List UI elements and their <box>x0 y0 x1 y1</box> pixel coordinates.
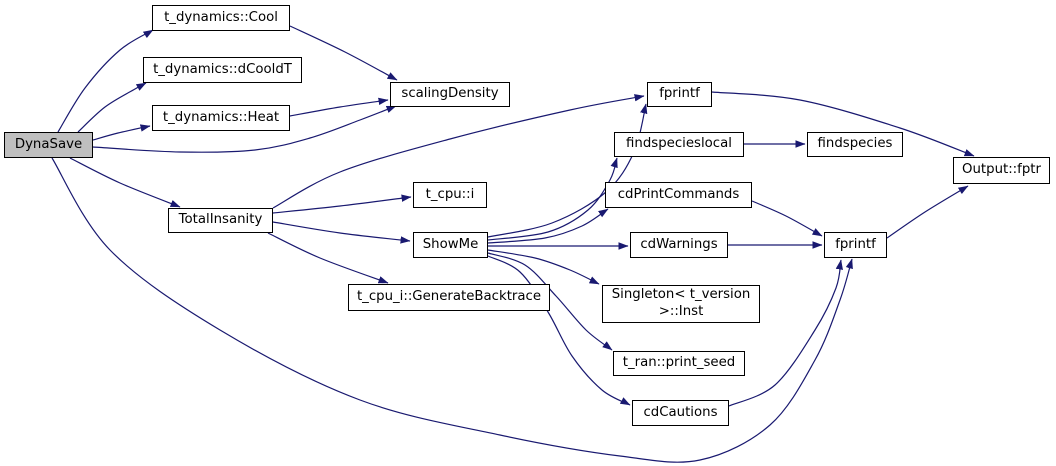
node-cdwarn[interactable]: cdWarnings <box>630 232 728 258</box>
node-dynasave: DynaSave <box>4 132 93 158</box>
node-showme[interactable]: ShowMe <box>413 232 488 258</box>
node-totalinsanity[interactable]: TotalInsanity <box>168 208 273 233</box>
edge-totalinsanity-tcpui <box>272 194 412 214</box>
edge-showme-singleton <box>487 249 600 285</box>
edge-totalinsanity-backtrace <box>267 232 389 284</box>
node-cool[interactable]: t_dynamics::Cool <box>152 5 290 31</box>
node-tcpui[interactable]: t_cpu::i <box>413 182 487 208</box>
edge-heat-scaling <box>289 97 389 117</box>
node-fprintf1[interactable]: fprintf <box>647 82 712 107</box>
edge-showme-cdprint <box>487 208 609 244</box>
edge-dynasave-dcooldt <box>77 82 147 133</box>
edge-cool-scaling <box>289 25 398 81</box>
node-dcooldt[interactable]: t_dynamics::dCooldT <box>143 57 302 83</box>
edge-dynasave-cool <box>57 29 154 133</box>
edge-showme-printseed <box>487 252 613 351</box>
edge-fprintf1-outputfptr <box>711 91 975 157</box>
edge-totalinsanity-showme <box>272 221 411 244</box>
node-fs[interactable]: findspecies <box>807 132 903 157</box>
edge-cdcautions-fprintf2 <box>728 259 843 407</box>
node-outputfptr[interactable]: Output::fptr <box>953 157 1050 184</box>
edge-fprintf2-outputfptr <box>886 185 969 239</box>
edge-dynasave-heat <box>92 124 151 141</box>
node-scaling[interactable]: scalingDensity <box>390 82 510 107</box>
edge-totalinsanity-fprintf1 <box>272 94 645 209</box>
edge-dynasave-totalinsanity <box>69 157 181 208</box>
edge-dynasave-scaling <box>92 105 397 153</box>
node-fsl[interactable]: findspecieslocal <box>614 132 744 157</box>
node-printseed[interactable]: t_ran::print_seed <box>613 351 745 376</box>
edge-showme-cdcautions <box>487 255 631 406</box>
node-singleton[interactable]: Singleton< t_version >::Inst <box>602 285 760 323</box>
node-cdcautions[interactable]: cdCautions <box>632 400 729 426</box>
node-cdprint[interactable]: cdPrintCommands <box>605 182 752 208</box>
edge-cdprint-fprintf2 <box>751 200 823 237</box>
node-fprintf2[interactable]: fprintf <box>824 232 887 258</box>
edge-dynasave-fprintf2 <box>51 157 853 463</box>
edge-showme-fsl <box>487 157 618 241</box>
node-heat[interactable]: t_dynamics::Heat <box>152 105 290 131</box>
node-backtrace[interactable]: t_cpu_i::GenerateBacktrace <box>348 284 550 311</box>
